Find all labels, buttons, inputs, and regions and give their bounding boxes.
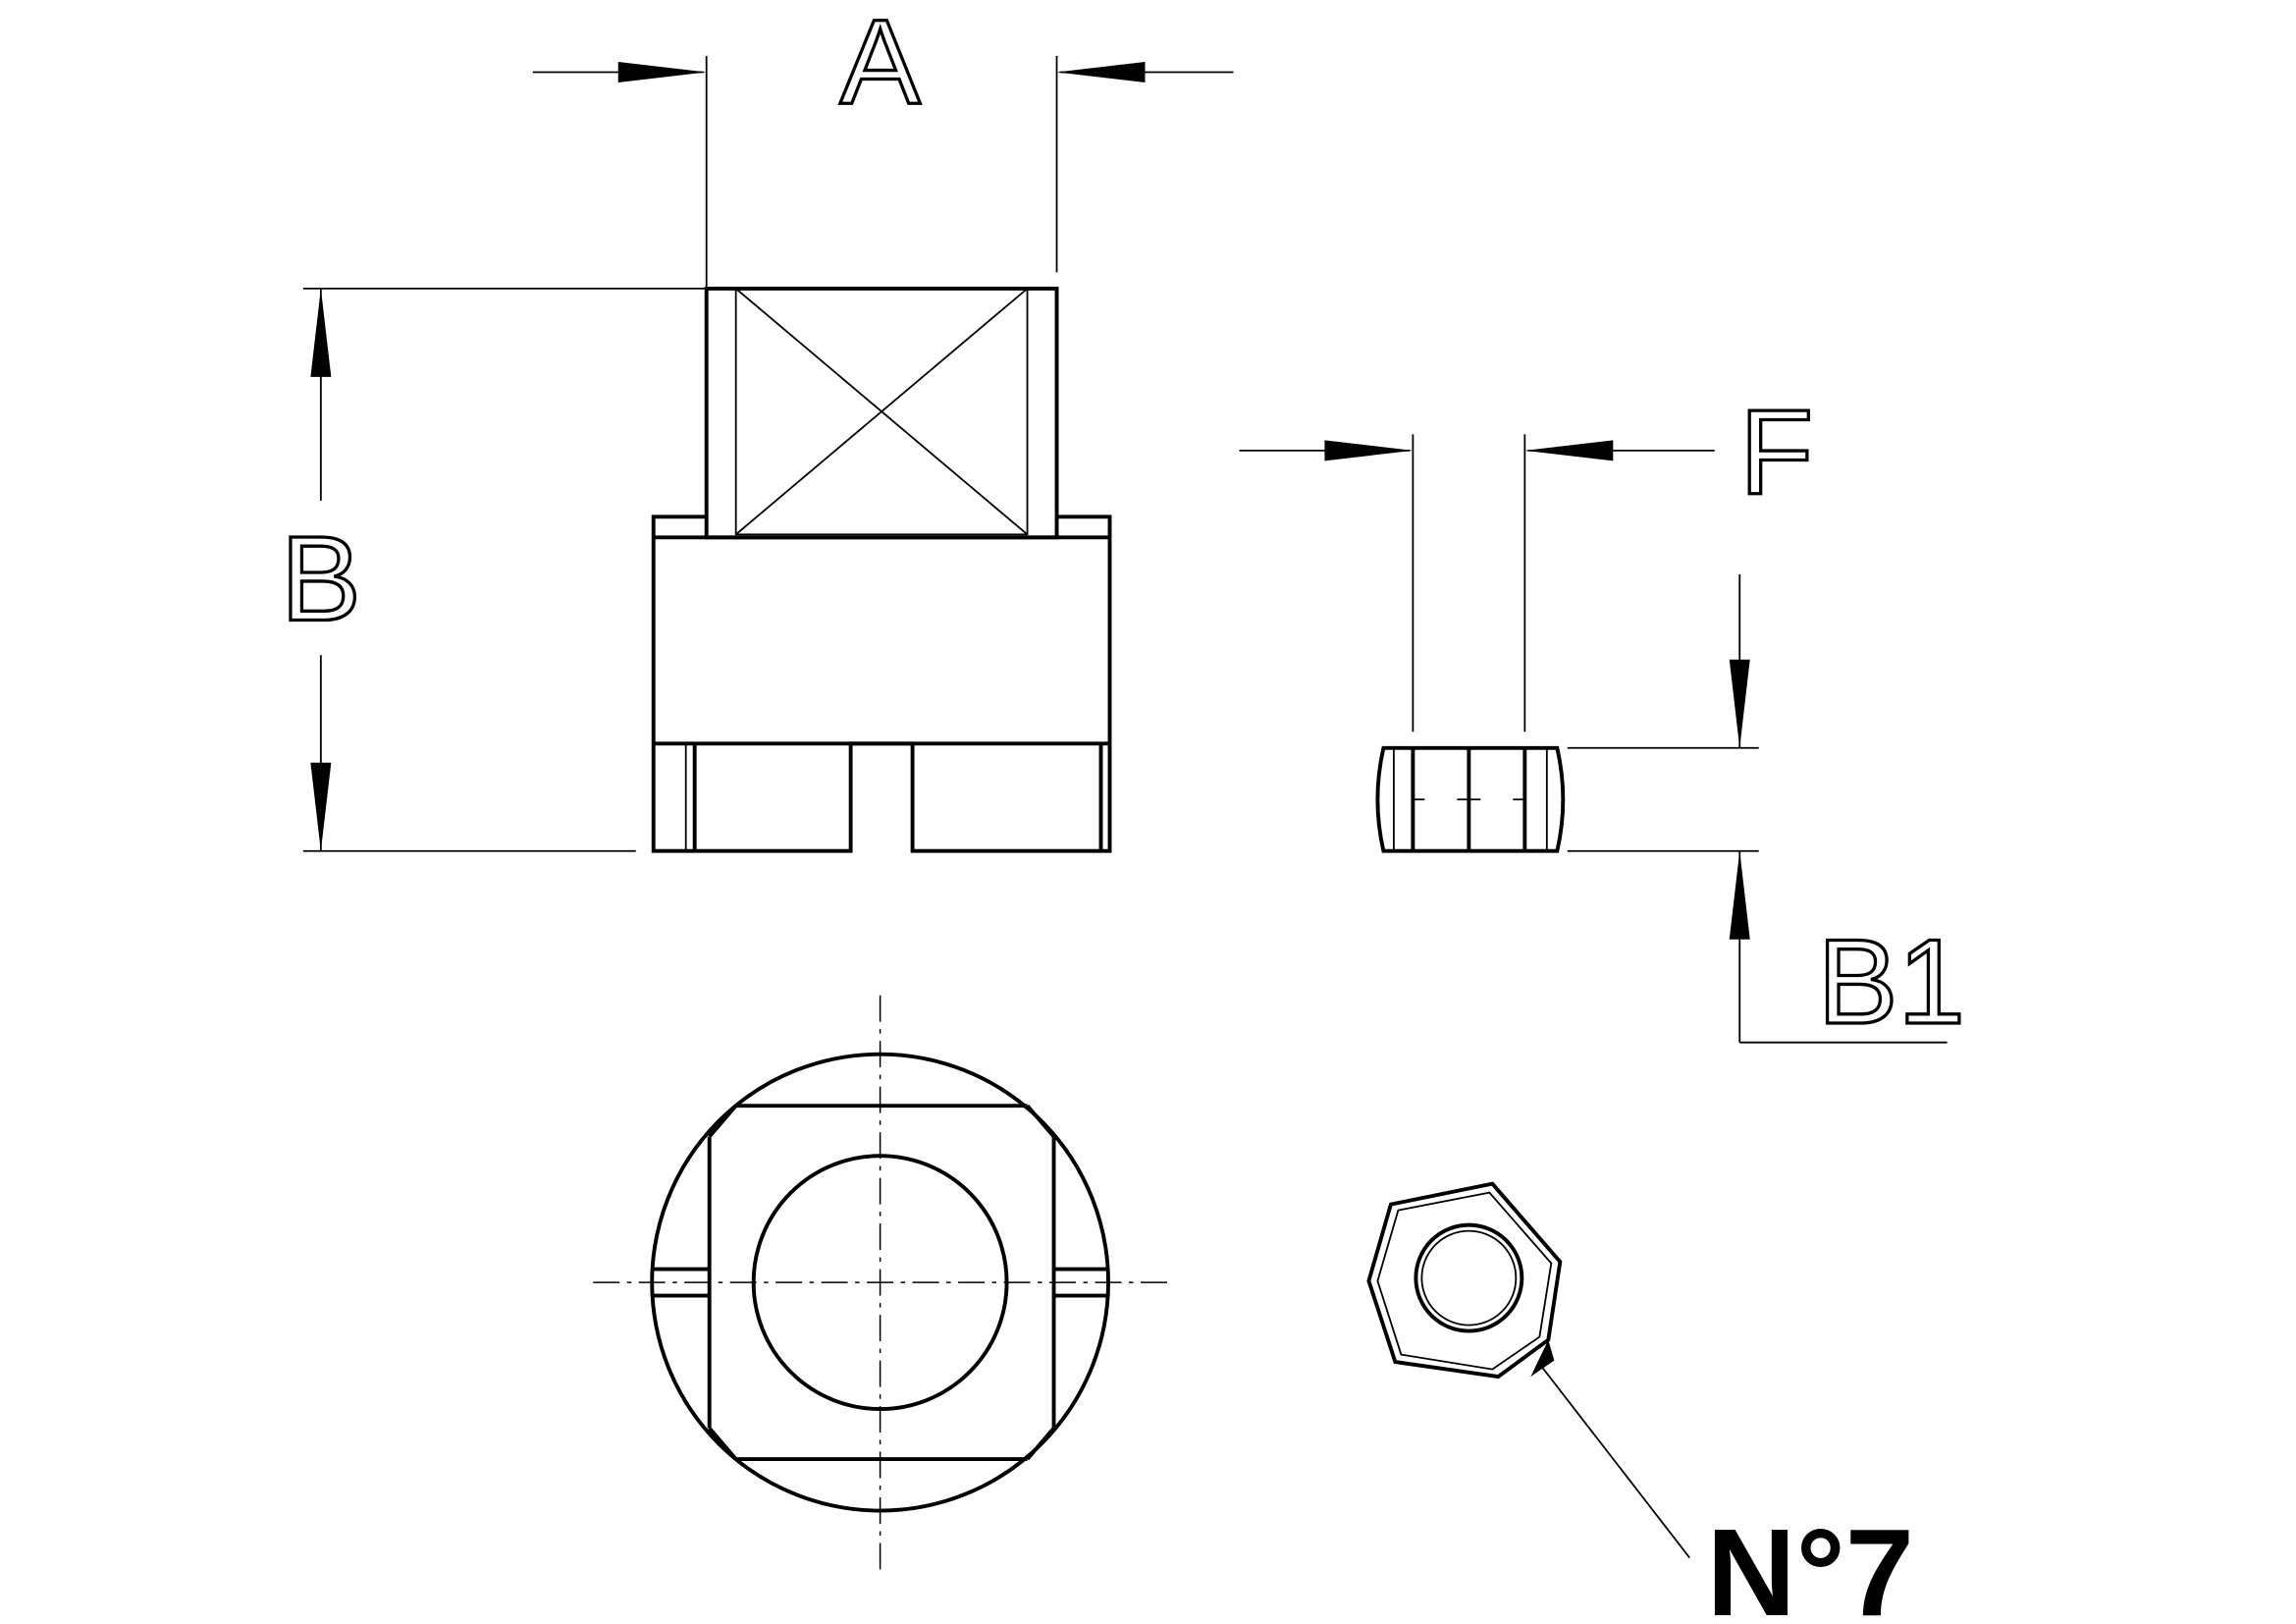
label-b: B: [281, 512, 361, 646]
dimension-b1: B1: [1567, 573, 1967, 1052]
dimension-f: F: [1239, 384, 1815, 732]
nut-side-view: [1375, 745, 1566, 853]
label-part-number: N°7: [1707, 1503, 1914, 1624]
label-a: A: [840, 0, 921, 130]
dimension-b: B: [279, 288, 707, 852]
front-view: [651, 286, 1112, 853]
label-f: F: [1739, 385, 1813, 519]
nut-top-view: N°7: [1366, 1181, 1914, 1624]
dimension-a: A: [532, 0, 1234, 289]
bottom-view: [593, 995, 1170, 1570]
label-b1: B1: [1817, 915, 1964, 1050]
